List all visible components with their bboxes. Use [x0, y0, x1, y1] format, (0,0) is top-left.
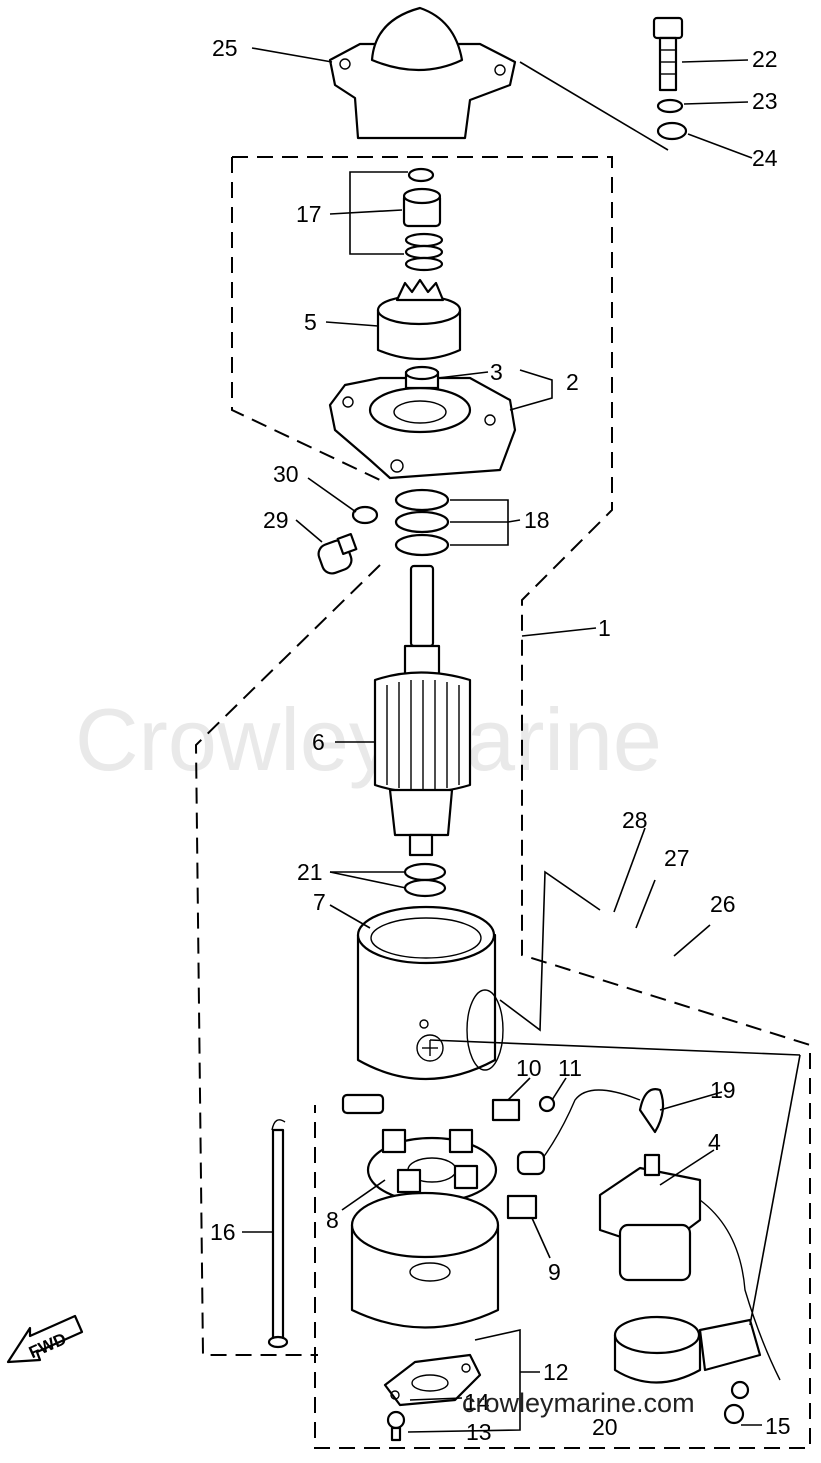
lower-assembly-boundary — [194, 564, 381, 1356]
upper-assembly-boundary-right — [232, 156, 811, 1449]
callout-2: 2 — [566, 369, 579, 395]
callout-27: 27 — [664, 845, 690, 871]
part-25-top-cover — [328, 6, 517, 140]
callout-7: 7 — [313, 889, 326, 915]
part-20-bracket — [613, 1315, 762, 1384]
watermark-text: CrowleyMarine — [75, 690, 662, 789]
callout-24: 24 — [752, 145, 778, 171]
leader-lines — [242, 47, 801, 1433]
callout-28: 28 — [622, 807, 648, 833]
callout-1: 1 — [598, 615, 611, 641]
upper-assembly-boundary — [231, 157, 381, 481]
callout-25: 25 — [212, 35, 238, 61]
callout-14: 14 — [464, 1389, 490, 1415]
part-6-armature — [373, 564, 472, 857]
part-17-spring — [404, 232, 444, 272]
callout-8: 8 — [326, 1207, 339, 1233]
callout-17: 17 — [296, 201, 322, 227]
part-2-front-bracket — [328, 376, 517, 480]
forward-direction-tag: FWD — [6, 1314, 84, 1364]
callout-numbers: 25 22 23 24 17 5 3 2 30 29 18 1 6 28 27 … — [210, 35, 791, 1445]
part-10-brush — [491, 1098, 521, 1122]
part-29-screw — [317, 532, 358, 575]
callout-29: 29 — [263, 507, 289, 533]
callout-6: 6 — [312, 729, 325, 755]
part-22-bolt — [652, 16, 684, 92]
callout-23: 23 — [752, 88, 778, 114]
callout-13: 13 — [466, 1419, 492, 1445]
callout-22: 22 — [752, 46, 778, 72]
watermark-url: crowleymarine.com — [462, 1388, 695, 1418]
part-17-collar — [402, 187, 442, 228]
part-11-nut — [538, 1095, 556, 1113]
callout-30: 30 — [273, 461, 299, 487]
part-9-brush — [506, 1194, 538, 1220]
rear-end-cover — [350, 1191, 500, 1329]
part-30-washer — [351, 505, 379, 525]
part-17-ring — [407, 167, 435, 183]
callout-19: 19 — [710, 1077, 736, 1103]
part-4-solenoid — [598, 1153, 781, 1381]
callout-20: 20 — [592, 1414, 618, 1440]
part-24-washer — [656, 121, 688, 141]
part-16-through-bolt — [267, 1119, 289, 1349]
callout-18: 18 — [524, 507, 550, 533]
callout-21: 21 — [297, 859, 323, 885]
callout-15: 15 — [765, 1413, 791, 1439]
part-19-lead-wire — [516, 1088, 665, 1176]
part-13-screw — [386, 1410, 406, 1442]
callout-3: 3 — [490, 359, 503, 385]
callout-11: 11 — [558, 1055, 582, 1081]
part-5-pinion-gear — [376, 278, 462, 361]
part-18-washer-set — [394, 488, 450, 557]
part-15-bolt — [723, 1380, 750, 1425]
callout-10: 10 — [516, 1055, 542, 1081]
part-3-bushing — [404, 365, 440, 390]
callout-12: 12 — [543, 1359, 569, 1385]
part-7-yoke — [341, 905, 504, 1115]
part-12-cover-plate — [383, 1353, 482, 1407]
callout-26: 26 — [710, 891, 736, 917]
callout-4: 4 — [708, 1129, 721, 1155]
part-8-brush-holder — [366, 1128, 498, 1204]
callout-5: 5 — [304, 309, 317, 335]
callout-9: 9 — [548, 1259, 561, 1285]
part-21-washer-set — [403, 862, 447, 898]
callout-16: 16 — [210, 1219, 236, 1245]
part-23-lock-washer — [656, 98, 684, 114]
